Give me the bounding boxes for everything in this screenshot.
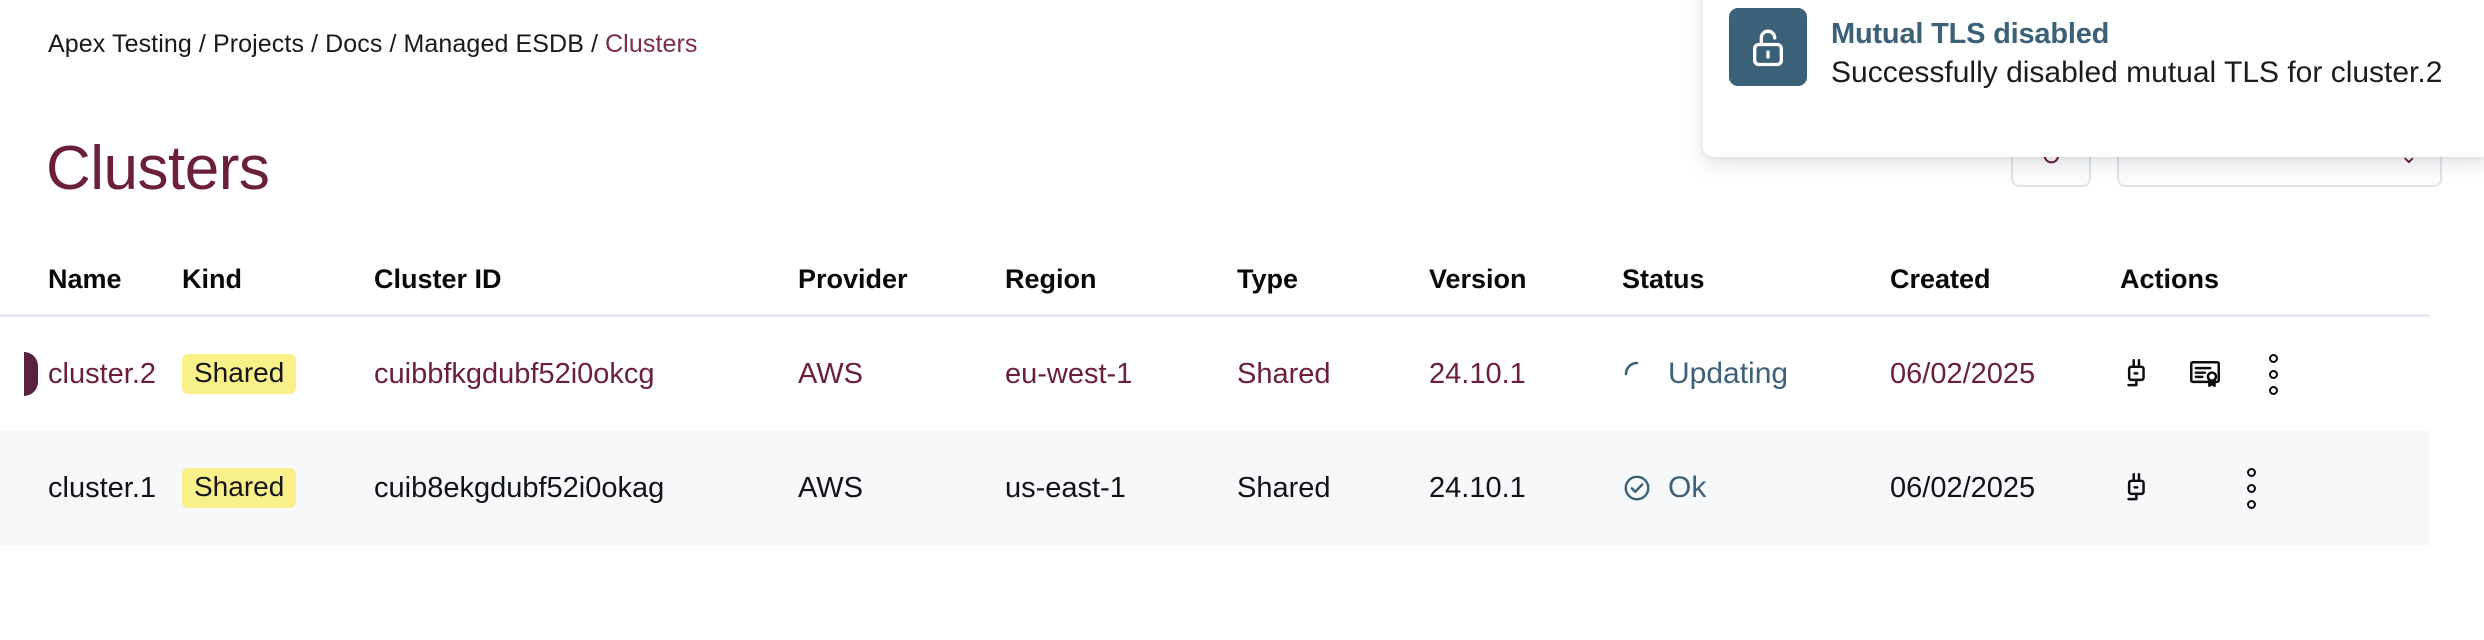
cell-name[interactable]: cluster.1 — [48, 471, 156, 504]
toast-icon-container — [1729, 8, 1807, 86]
column-header-region[interactable]: Region — [1005, 264, 1097, 294]
connect-plug-icon[interactable] — [2120, 469, 2154, 507]
status-badge: Ok — [1668, 471, 1707, 504]
status-badge: Updating — [1668, 357, 1789, 390]
table-header-row: Name Kind Cluster ID Provider Region Typ… — [0, 245, 2430, 317]
column-header-provider[interactable]: Provider — [798, 264, 908, 294]
breadcrumb-separator: / — [389, 30, 397, 58]
cell-actions — [2120, 467, 2380, 509]
row-selection-marker — [24, 352, 38, 396]
more-options-icon[interactable] — [2234, 467, 2268, 509]
column-header-actions: Actions — [2120, 264, 2220, 294]
cell-kind: Shared — [182, 354, 374, 394]
certificate-icon[interactable] — [2188, 355, 2222, 393]
cell-created: 06/02/2025 — [1890, 471, 2036, 504]
breadcrumb-item-2[interactable]: Docs — [325, 30, 383, 58]
breadcrumb-separator: / — [311, 30, 319, 58]
cell-actions — [2120, 353, 2380, 395]
column-header-name[interactable]: Name — [48, 264, 122, 294]
cell-cluster-id[interactable]: cuib8ekgdubf52i0okag — [374, 471, 665, 504]
column-header-created[interactable]: Created — [1890, 264, 1991, 294]
cell-provider: AWS — [798, 471, 863, 504]
toast-message: Successfully disabled mutual TLS for clu… — [1831, 56, 2443, 90]
toast-body: Mutual TLS disabled Successfully disable… — [1831, 8, 2442, 93]
cell-version: 24.10.1 — [1429, 471, 1526, 504]
cell-type: Shared — [1237, 357, 1331, 390]
breadcrumb-item-0[interactable]: Apex Testing — [48, 30, 192, 58]
cell-type: Shared — [1237, 471, 1331, 504]
more-options-icon[interactable] — [2256, 353, 2290, 395]
breadcrumb-item-1[interactable]: Projects — [212, 30, 305, 58]
column-header-type[interactable]: Type — [1237, 264, 1299, 294]
connect-plug-icon[interactable] — [2120, 355, 2154, 393]
cell-status: Ok — [1622, 471, 1890, 505]
page-title: Clusters — [46, 133, 270, 203]
unlock-icon — [1748, 25, 1788, 69]
column-header-version[interactable]: Version — [1429, 264, 1527, 294]
breadcrumb: Apex Testing/Projects/Docs/Managed ESDB/… — [48, 30, 698, 59]
kind-badge: Shared — [182, 468, 297, 508]
breadcrumb-separator: / — [590, 30, 599, 58]
cell-status: Updating — [1622, 357, 1890, 391]
spinner-icon — [1622, 359, 1652, 389]
breadcrumb-separator: / — [198, 30, 206, 58]
breadcrumb-item-3[interactable]: Managed ESDB — [403, 30, 584, 58]
table-row[interactable]: cluster.2 Shared cuibbfkgdubf52i0okcg AW… — [0, 317, 2484, 431]
cell-version: 24.10.1 — [1429, 357, 1526, 390]
cell-created: 06/02/2025 — [1890, 357, 2036, 390]
cell-region: eu-west-1 — [1005, 357, 1133, 390]
breadcrumb-item-current[interactable]: Clusters — [605, 30, 698, 58]
table-row[interactable]: cluster.1 Shared cuib8ekgdubf52i0okag AW… — [0, 431, 2430, 545]
kind-badge: Shared — [182, 354, 297, 394]
cell-provider: AWS — [798, 357, 863, 390]
column-header-kind[interactable]: Kind — [182, 264, 242, 294]
cell-region: us-east-1 — [1005, 471, 1126, 504]
column-header-status[interactable]: Status — [1622, 264, 1705, 294]
column-header-cluster-id[interactable]: Cluster ID — [374, 264, 502, 294]
cell-kind: Shared — [182, 468, 374, 508]
toast-title: Mutual TLS disabled — [1831, 18, 2110, 50]
cell-name[interactable]: cluster.2 — [48, 357, 156, 390]
toast-notification[interactable]: Mutual TLS disabled Successfully disable… — [1703, 0, 2484, 157]
cell-cluster-id[interactable]: cuibbfkgdubf52i0okcg — [374, 357, 655, 390]
clusters-table: Name Kind Cluster ID Provider Region Typ… — [0, 245, 2484, 545]
check-circle-icon — [1622, 473, 1652, 503]
